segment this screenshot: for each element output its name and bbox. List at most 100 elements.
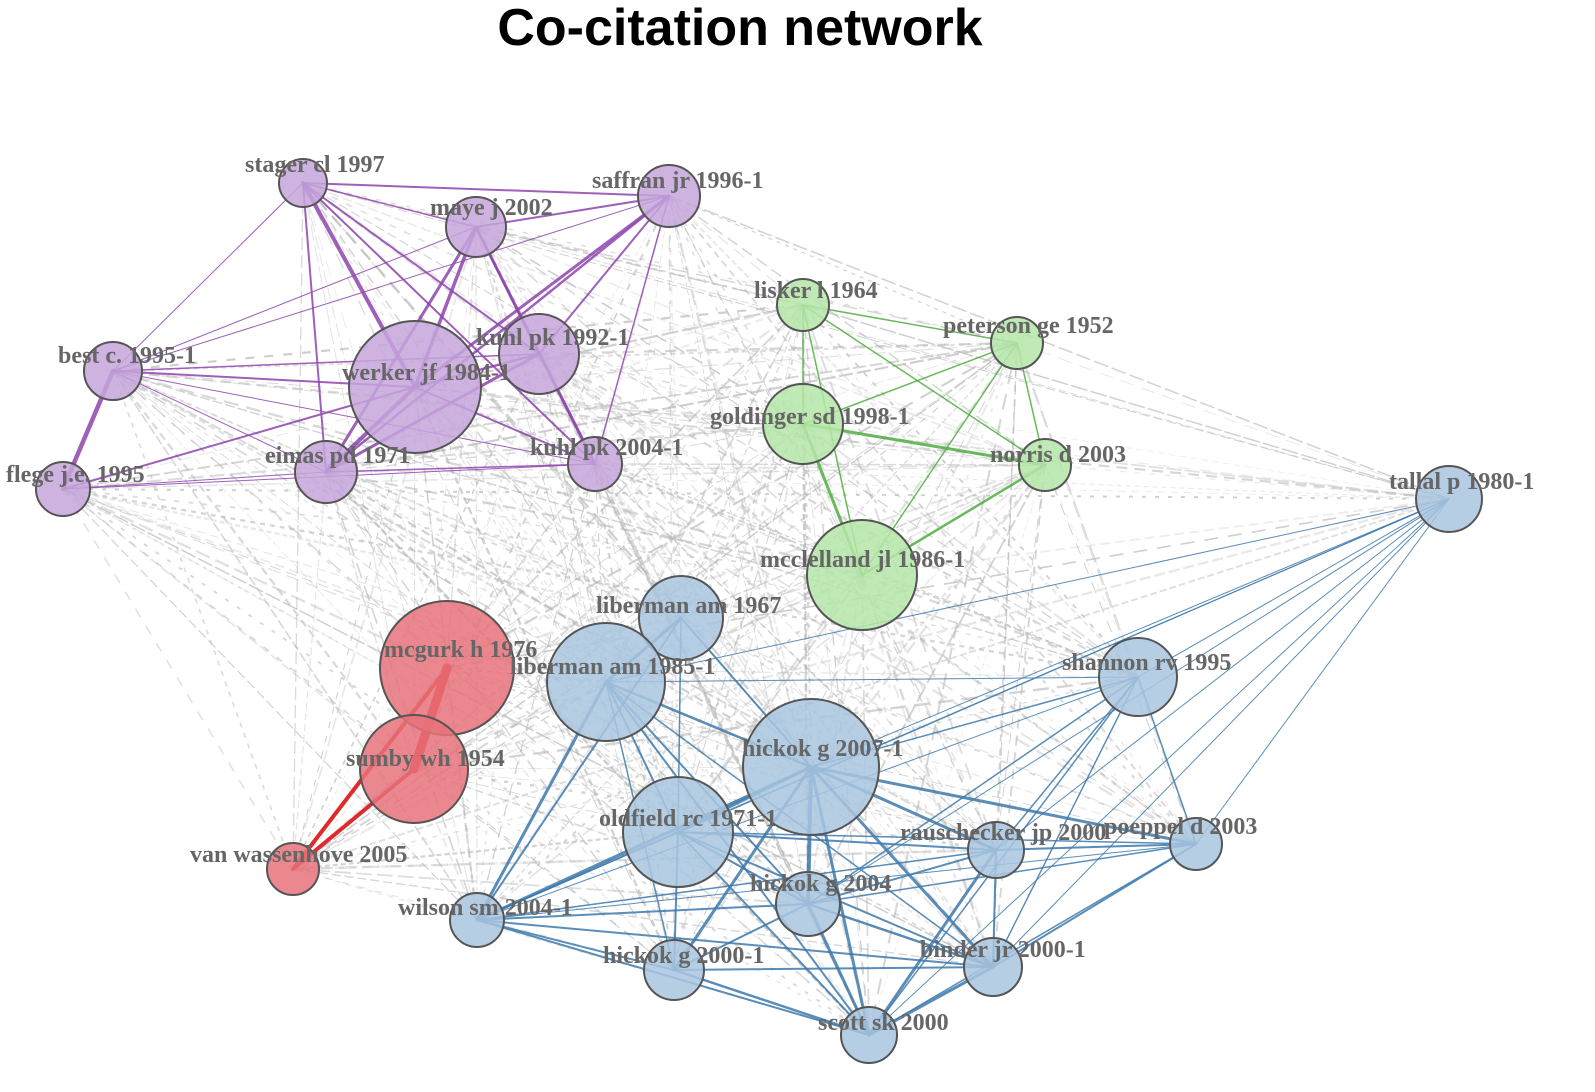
- node-oldfield[interactable]: [622, 776, 734, 888]
- edge-kuhl92-goldinger: [538, 353, 804, 425]
- edge-flege-shannon: [62, 487, 1139, 679]
- edge-best-vanwass: [112, 370, 294, 870]
- edge-vanwass-oldfield: [292, 830, 679, 871]
- node-wilson[interactable]: [449, 892, 505, 948]
- edge-mcgurk-hickok04: [446, 667, 809, 905]
- edge-flege-norris: [62, 464, 1046, 490]
- edge-goldinger-oldfield: [677, 423, 804, 833]
- edge-goldinger-poeppel: [802, 423, 1197, 845]
- node-label-flege: flege j.e. 1995: [6, 462, 145, 488]
- edge-werker-hickok07: [414, 386, 812, 768]
- node-scott[interactable]: [840, 1006, 898, 1064]
- node-label-norris: norris d 2003: [990, 442, 1126, 468]
- node-hickok07[interactable]: [742, 698, 880, 836]
- edge-kuhl92-rauschecker: [538, 353, 997, 851]
- edge-kuhl04-rauschecker: [594, 463, 997, 851]
- node-label-oldfield: oldfield rc 1971-1: [599, 806, 777, 832]
- edge-saffran-maye: [475, 195, 670, 228]
- edge-stager-hickok04: [302, 182, 809, 905]
- edge-best-liberman67: [112, 370, 682, 619]
- edge-mcclelland-mcgurk: [446, 573, 863, 670]
- edge-peterson-mcgurk: [446, 342, 1018, 669]
- node-shannon[interactable]: [1098, 637, 1178, 717]
- edge-flege-vanwass: [62, 488, 294, 870]
- edge-kuhl04-hickok04: [594, 463, 809, 905]
- edge-mcclelland-vanwass: [292, 574, 863, 870]
- edge-norris-sumby: [413, 464, 1046, 770]
- edge-maye-oldfield: [474, 226, 680, 833]
- edge-best-mcgurk: [112, 370, 448, 669]
- node-goldinger[interactable]: [762, 383, 844, 465]
- node-rauschecker[interactable]: [967, 821, 1025, 879]
- node-flege[interactable]: [35, 461, 91, 517]
- edge-norris-scott: [868, 464, 1046, 1036]
- node-mcclelland[interactable]: [806, 519, 918, 631]
- edge-mcclelland-wilson: [476, 574, 863, 921]
- edge-maye-best: [112, 226, 477, 372]
- edge-shannon-tallal: [1137, 498, 1450, 678]
- edge-rauschecker-scott: [867, 848, 998, 1037]
- node-sumby[interactable]: [359, 714, 469, 824]
- edge-hickok00-binder: [673, 966, 994, 971]
- node-tallal[interactable]: [1415, 465, 1483, 533]
- edge-best-sumby: [112, 370, 415, 770]
- edge-norris-wilson: [476, 464, 1046, 921]
- edge-werker-oldfield: [414, 386, 679, 833]
- node-maye[interactable]: [445, 196, 507, 258]
- edge-saffran-norris: [668, 195, 1046, 466]
- node-hickok00[interactable]: [643, 939, 705, 1001]
- node-peterson[interactable]: [990, 316, 1044, 370]
- node-eimas[interactable]: [294, 440, 358, 504]
- edge-wilson-binder: [476, 919, 994, 968]
- node-label-vanwass: van wassenhove 2005: [190, 842, 407, 868]
- node-vanwass[interactable]: [266, 842, 320, 896]
- node-label-eimas: eimas pd 1971: [265, 443, 410, 469]
- page-title: Co-citation network: [497, 0, 983, 57]
- edge-werker-poeppel: [414, 386, 1197, 845]
- edge-best-mcclelland: [112, 369, 863, 577]
- edge-sumby-tallal: [413, 497, 1450, 771]
- node-kuhl04[interactable]: [567, 436, 623, 492]
- edge-maye-mcclelland: [475, 226, 863, 576]
- edge-sumby-hickok00: [413, 768, 675, 971]
- edge-stager-kuhl04: [302, 182, 596, 465]
- node-saffran[interactable]: [637, 164, 701, 228]
- edge-stager-norris: [302, 182, 1046, 466]
- edge-saffran-binder: [668, 195, 994, 968]
- node-best[interactable]: [83, 341, 143, 401]
- edge-werker-scott: [414, 386, 870, 1036]
- node-label-rauschecker: rauschecker jp 2000: [900, 820, 1106, 846]
- node-stager[interactable]: [278, 158, 328, 208]
- edge-maye-peterson: [475, 226, 1018, 344]
- node-lisker[interactable]: [776, 278, 830, 332]
- node-liberman85[interactable]: [546, 622, 666, 742]
- edge-mcclelland-hickok00: [673, 574, 863, 971]
- node-mcgurk[interactable]: [379, 600, 515, 736]
- edge-stager-hickok00: [302, 182, 675, 971]
- node-binder[interactable]: [963, 937, 1023, 997]
- edge-eimas-peterson: [325, 341, 1018, 474]
- edge-eimas-hickok00: [325, 471, 675, 971]
- node-werker[interactable]: [348, 320, 482, 454]
- edge-saffran-wilson: [476, 195, 670, 921]
- edge-tallal-binder: [992, 498, 1450, 968]
- edge-best-wilson: [112, 370, 478, 921]
- edge-peterson-liberman67: [680, 342, 1018, 619]
- node-liberman67[interactable]: [638, 575, 724, 661]
- node-label-kuhl92: kuhl pk 1992-1: [476, 325, 629, 351]
- edge-peterson-shannon: [1016, 342, 1139, 678]
- edge-eimas-mcclelland: [325, 470, 863, 577]
- edge-stager-goldinger: [302, 182, 804, 425]
- edge-mcclelland-poeppel: [861, 574, 1197, 845]
- node-label-hickok04: hickok g 2004: [750, 871, 891, 897]
- edge-goldinger-liberman85: [605, 423, 804, 683]
- node-norris[interactable]: [1018, 438, 1072, 492]
- node-label-mcclelland: mcclelland jl 1986-1: [760, 547, 965, 573]
- node-hickok04[interactable]: [775, 871, 841, 937]
- node-kuhl92[interactable]: [498, 313, 580, 395]
- edge-wilson-hickok00: [476, 919, 675, 971]
- edge-flege-wilson: [62, 488, 478, 921]
- node-poeppel[interactable]: [1169, 817, 1223, 871]
- edge-eimas-wilson: [325, 471, 478, 921]
